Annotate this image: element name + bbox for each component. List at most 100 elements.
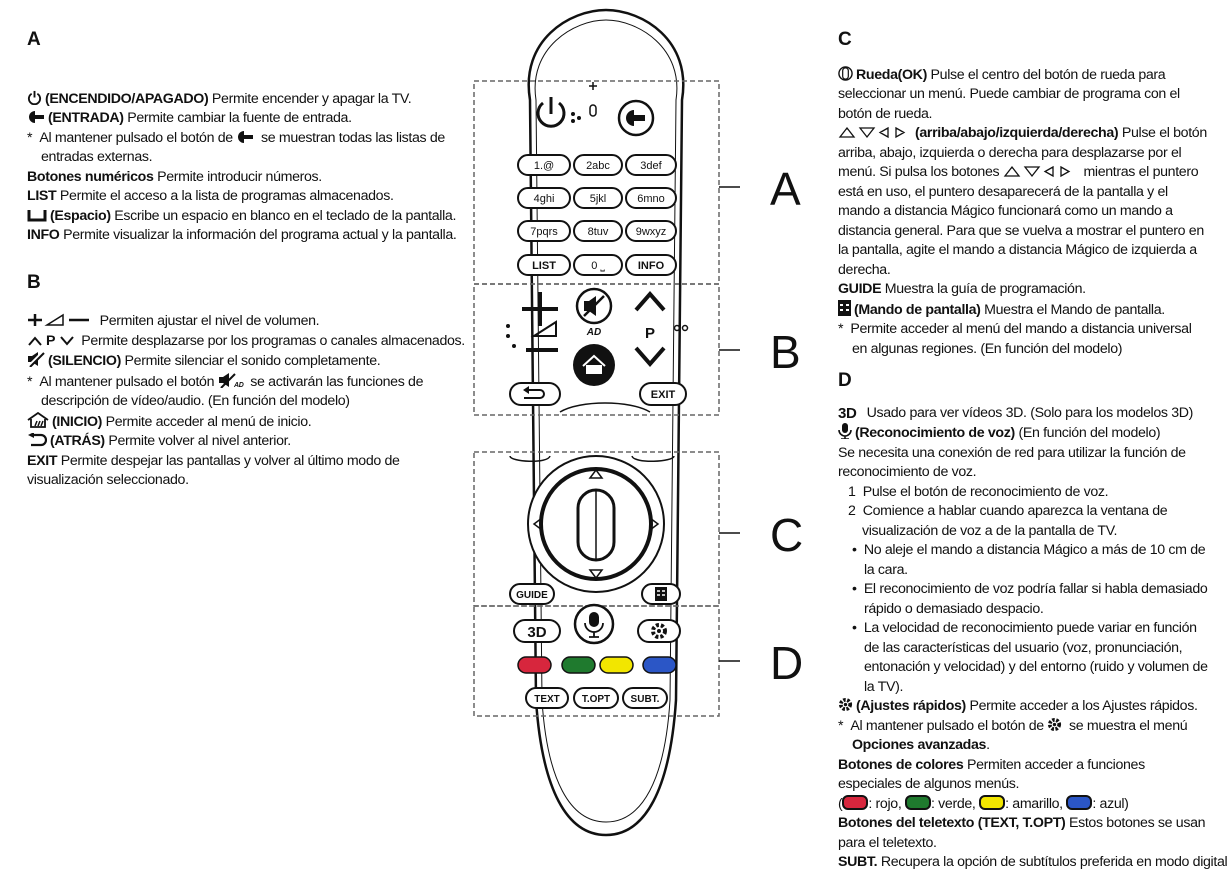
arrows-icon [838, 126, 906, 139]
svg-text:GUIDE: GUIDE [516, 590, 548, 601]
voice-network: Se necesita una conexión de red para uti… [838, 444, 1186, 481]
3d-icon: 3D [838, 405, 857, 419]
btn-4: 4ghi [534, 193, 555, 205]
teletext-line: Botones del teletexto (TEXT, T.OPT) Esto… [838, 815, 1206, 851]
section-b-heading: B [27, 271, 41, 293]
voice-button [573, 603, 615, 645]
section-d-heading: D [838, 370, 852, 391]
p-label: P [645, 325, 655, 342]
back-line: (ATRÁS) Permite volver al nivel anterior… [27, 432, 447, 452]
volume-rocker [522, 292, 558, 352]
svg-text:3D: 3D [838, 405, 857, 419]
3d-button: 3D [513, 619, 561, 643]
blue-pill [1066, 794, 1093, 810]
btn-info: INFO [638, 260, 665, 272]
btn-1: 1.@ [534, 160, 554, 172]
gear-icon [1048, 717, 1062, 731]
mute-ad-icon: AD [218, 372, 244, 388]
space-icon [27, 209, 47, 221]
quick-settings-note: * Al mantener pulsado el botón de se mue… [838, 717, 1188, 753]
bullet-1: • No aleje el mando a distancia Mágico a… [852, 542, 1206, 578]
quick-settings-button [637, 619, 681, 643]
screen-remote-note: * Permite acceder al menú del mando a di… [838, 321, 1192, 357]
color-legend: (: rojo, : verde, : amarillo, : azul) [838, 794, 1129, 812]
nav-ring [527, 455, 665, 593]
screen-remote-icon [838, 299, 851, 316]
color-buttons [517, 656, 677, 674]
voice-line: (Reconocimiento de voz) (En función del … [838, 423, 1210, 444]
red-pill [842, 794, 869, 810]
callout-a: A [770, 163, 801, 215]
volume-line: Permiten ajustar el nivel de volumen. [27, 312, 447, 332]
home-button [573, 344, 615, 386]
number-pad: 1.@ 2abc 3def 4ghi 5jkl 6mno 7pqrs 8tuv … [517, 154, 677, 276]
back-button [509, 382, 561, 406]
input-note: * Al mantener pulsado el botón de se mue… [27, 129, 445, 166]
chevron-up-icon [28, 335, 42, 346]
exit-line: EXIT Permite despejar las pantallas y vo… [27, 452, 400, 489]
section-c-heading: C [838, 29, 852, 50]
input-icon [29, 111, 44, 123]
btn-list: LIST [532, 260, 556, 272]
arrows-icon [1003, 165, 1071, 178]
section-b-box [473, 283, 720, 416]
remote-illustration: 1.@ 2abc 3def 4ghi 5jkl 6mno 7pqrs 8tuv … [470, 0, 740, 867]
svg-text:AD: AD [233, 382, 244, 388]
guide-line: GUIDE Muestra la guía de programación. [838, 281, 1086, 297]
callout-c: C [770, 509, 804, 561]
right-column: C Rueda(OK) Pulse el centro del botón de… [838, 29, 1228, 873]
screen-remote-line: (Mando de pantalla) Muestra el Mando de … [838, 299, 1210, 321]
volume-icon [28, 313, 89, 326]
3d-line: 3D Usado para ver vídeos 3D. (Solo para … [838, 404, 1194, 421]
guide-button: GUIDE [509, 583, 555, 605]
power-icon [27, 90, 42, 105]
teletext-buttons: TEXT T.OPT SUBT. [525, 687, 668, 709]
bullet-2: • El reconocimiento de voz podría fallar… [852, 581, 1208, 617]
wheel-line: Rueda(OK) Pulse el centro del botón de r… [838, 65, 1180, 122]
home-icon [27, 411, 49, 428]
mic-dots [571, 82, 597, 123]
mute-icon [27, 351, 45, 367]
color-buttons-line: Botones de colores Permiten acceder a fu… [838, 756, 1145, 793]
callout-d: D [770, 637, 804, 689]
btn-5: 5jkl [590, 193, 607, 205]
btn-9: 9wxyz [636, 226, 667, 238]
wheel-icon [838, 65, 853, 81]
step-2: 2 Comience a hablar cuando aparezca la v… [848, 503, 1168, 539]
left-column: A (ENCENDIDO/APAGADO) Permite encender y… [27, 29, 465, 491]
btn-6: 6mno [637, 193, 665, 205]
svg-text:EXIT: EXIT [651, 389, 676, 401]
section-a-heading: A [27, 29, 41, 50]
ad-label: AD [586, 327, 601, 338]
bullet-3: • La velocidad de reconocimiento puede v… [852, 620, 1208, 695]
mute-line: (SILENCIO) Permite silenciar el sonido c… [27, 351, 447, 372]
btn-2: 2abc [586, 160, 610, 172]
volume-dots [506, 324, 516, 348]
input-line: (ENTRADA) Permite cambiar la fuente de e… [27, 109, 447, 129]
quick-settings-line: (Ajustes rápidos) Permite acceder a los … [838, 697, 1210, 717]
btn-0: 0 ⎵ [591, 260, 605, 272]
green-pill [905, 794, 931, 810]
input-icon [238, 130, 254, 143]
gear-icon [838, 697, 853, 712]
topt-button: T.OPT [582, 694, 610, 705]
back-icon [28, 433, 47, 447]
remote-body [527, 8, 685, 837]
svg-text:3D: 3D [527, 624, 546, 641]
list-line: LIST Permite el acceso a la lista de pro… [27, 188, 394, 204]
btn-8: 8tuv [588, 226, 609, 238]
exit-button: EXIT [639, 382, 687, 406]
arrows-line: (arriba/abajo/izquierda/derecha) Pulse e… [838, 125, 1207, 278]
power-line: (ENCENDIDO/APAGADO) Permite encender y a… [27, 90, 447, 110]
program-line: P Permite desplazarse por los programas … [27, 332, 465, 352]
info-line: INFO Permite visualizar la información d… [27, 227, 457, 243]
numbers-line: Botones numéricos Permite introducir núm… [27, 168, 322, 185]
mute-note: * Al mantener pulsado el botón AD se act… [27, 372, 424, 409]
yellow-pill [979, 794, 1006, 810]
space-line: (Espacio) Escribe un espacio en blanco e… [27, 207, 456, 227]
step-1: 1 Pulse el botón de reconocimiento de vo… [848, 483, 1109, 500]
input-button [617, 99, 655, 137]
subt-button: SUBT. [631, 694, 660, 705]
btn-3: 3def [640, 160, 662, 172]
mic-icon [838, 423, 852, 439]
